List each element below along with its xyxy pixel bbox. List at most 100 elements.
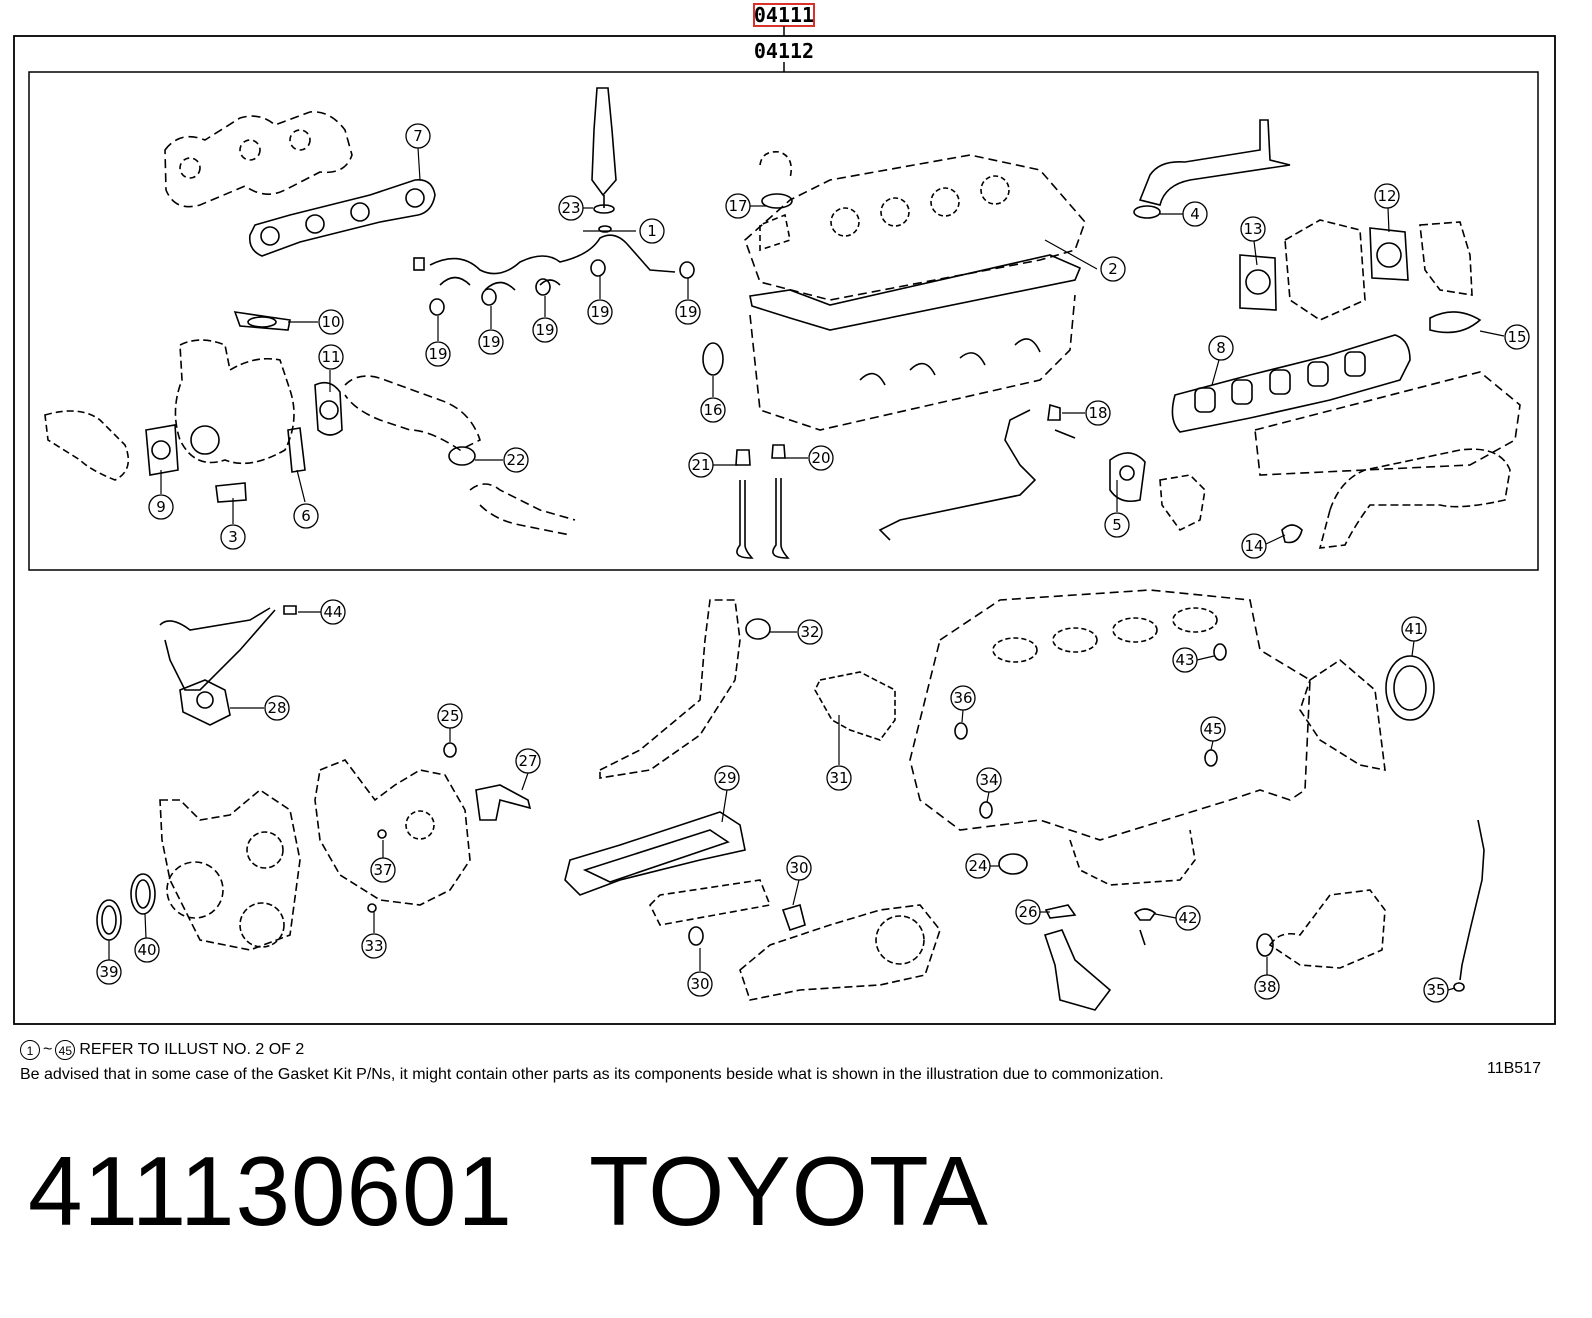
svg-text:25: 25 [440, 707, 459, 725]
parts-illustrations [44, 87, 1521, 1011]
callout-10[interactable]: 10 [318, 309, 344, 335]
svg-text:19: 19 [481, 333, 500, 351]
outer-frame [13, 35, 1556, 1025]
callout-41[interactable]: 41 [1401, 616, 1427, 642]
svg-text:3: 3 [228, 528, 238, 546]
svg-text:14: 14 [1244, 537, 1263, 555]
callout-13[interactable]: 13 [1240, 216, 1266, 242]
callout-19[interactable]: 19 [478, 329, 504, 355]
leader-lines [108, 147, 1505, 991]
callout-11[interactable]: 11 [318, 344, 344, 370]
svg-text:5: 5 [1112, 516, 1122, 534]
callout-9[interactable]: 9 [148, 494, 174, 520]
svg-text:39: 39 [99, 963, 118, 981]
callout-24[interactable]: 24 [965, 853, 991, 879]
callout-23[interactable]: 23 [558, 195, 584, 221]
refer-text: REFER TO ILLUST NO. 2 OF 2 [79, 1041, 305, 1058]
callout-30[interactable]: 30 [687, 971, 713, 997]
callout-22[interactable]: 22 [503, 447, 529, 473]
svg-text:10: 10 [321, 313, 340, 331]
callout-35[interactable]: 35 [1423, 977, 1449, 1003]
advice-note: Be advised that in some case of the Gask… [20, 1066, 1164, 1083]
svg-text:27: 27 [518, 752, 537, 770]
callout-29[interactable]: 29 [714, 765, 740, 791]
callout-38[interactable]: 38 [1254, 974, 1280, 1000]
callout-25[interactable]: 25 [437, 703, 463, 729]
callout-19[interactable]: 19 [675, 299, 701, 325]
svg-text:42: 42 [1178, 909, 1197, 927]
svg-text:15: 15 [1507, 328, 1526, 346]
svg-text:1: 1 [647, 222, 657, 240]
svg-text:23: 23 [561, 199, 580, 217]
svg-text:21: 21 [691, 456, 710, 474]
svg-text:6: 6 [301, 507, 311, 525]
kit-code-secondary[interactable]: 04112 [754, 39, 814, 63]
callout-33[interactable]: 33 [361, 933, 387, 959]
callout-34[interactable]: 34 [976, 767, 1002, 793]
svg-text:19: 19 [678, 303, 697, 321]
svg-text:19: 19 [428, 345, 447, 363]
callout-17[interactable]: 17 [725, 193, 751, 219]
callout-32[interactable]: 32 [797, 619, 823, 645]
svg-text:8: 8 [1216, 339, 1226, 357]
callout-27[interactable]: 27 [515, 748, 541, 774]
callout-19[interactable]: 19 [587, 299, 613, 325]
svg-text:35: 35 [1426, 981, 1445, 999]
svg-text:7: 7 [413, 127, 423, 145]
svg-text:36: 36 [953, 689, 972, 707]
callout-45[interactable]: 45 [1200, 716, 1226, 742]
callout-28[interactable]: 28 [264, 695, 290, 721]
svg-text:32: 32 [800, 623, 819, 641]
callout-42[interactable]: 42 [1175, 905, 1201, 931]
callout-36[interactable]: 36 [950, 685, 976, 711]
callout-1[interactable]: 1 [639, 218, 665, 244]
callout-12[interactable]: 12 [1374, 183, 1400, 209]
callout-4[interactable]: 4 [1182, 201, 1208, 227]
upper-section-frame [28, 71, 1539, 571]
svg-text:26: 26 [1018, 903, 1037, 921]
callout-16[interactable]: 16 [700, 397, 726, 423]
callout-19[interactable]: 19 [425, 341, 451, 367]
svg-text:11: 11 [321, 348, 340, 366]
callout-21[interactable]: 21 [688, 452, 714, 478]
callout-6[interactable]: 6 [293, 503, 319, 529]
svg-text:40: 40 [137, 941, 156, 959]
range-end-badge: 45 [55, 1040, 76, 1060]
svg-text:24: 24 [968, 857, 987, 875]
callout-2[interactable]: 2 [1100, 256, 1126, 282]
callout-7[interactable]: 7 [405, 123, 431, 149]
callout-26[interactable]: 26 [1015, 899, 1041, 925]
svg-text:9: 9 [156, 498, 166, 516]
brand-name: TOYOTA [588, 1136, 989, 1246]
svg-text:16: 16 [703, 401, 722, 419]
part-footer: 411130601 TOYOTA [28, 1135, 989, 1248]
svg-text:12: 12 [1377, 187, 1396, 205]
callout-15[interactable]: 15 [1504, 324, 1530, 350]
callout-3[interactable]: 3 [220, 524, 246, 550]
illustration-code: 11B517 [1487, 1060, 1541, 1077]
gasket-kit-diagram: 04111 04112 [13, 3, 1556, 1025]
callout-39[interactable]: 39 [96, 959, 122, 985]
callout-19[interactable]: 19 [532, 317, 558, 343]
kit-code-primary[interactable]: 04111 [754, 3, 814, 27]
svg-text:2: 2 [1108, 260, 1118, 278]
svg-text:19: 19 [535, 321, 554, 339]
callout-37[interactable]: 37 [370, 857, 396, 883]
range-start-badge: 1 [20, 1040, 40, 1060]
svg-text:45: 45 [1203, 720, 1222, 738]
callout-30[interactable]: 30 [786, 855, 812, 881]
callout-20[interactable]: 20 [808, 445, 834, 471]
part-number[interactable]: 411130601 [28, 1136, 513, 1246]
callout-14[interactable]: 14 [1241, 533, 1267, 559]
svg-text:22: 22 [506, 451, 525, 469]
svg-text:4: 4 [1190, 205, 1200, 223]
svg-text:30: 30 [789, 859, 808, 877]
callout-8[interactable]: 8 [1208, 335, 1234, 361]
callout-18[interactable]: 18 [1085, 400, 1111, 426]
svg-text:38: 38 [1257, 978, 1276, 996]
callout-43[interactable]: 43 [1172, 647, 1198, 673]
callout-5[interactable]: 5 [1104, 512, 1130, 538]
callout-44[interactable]: 44 [320, 599, 346, 625]
callout-40[interactable]: 40 [134, 937, 160, 963]
callout-31[interactable]: 31 [826, 765, 852, 791]
